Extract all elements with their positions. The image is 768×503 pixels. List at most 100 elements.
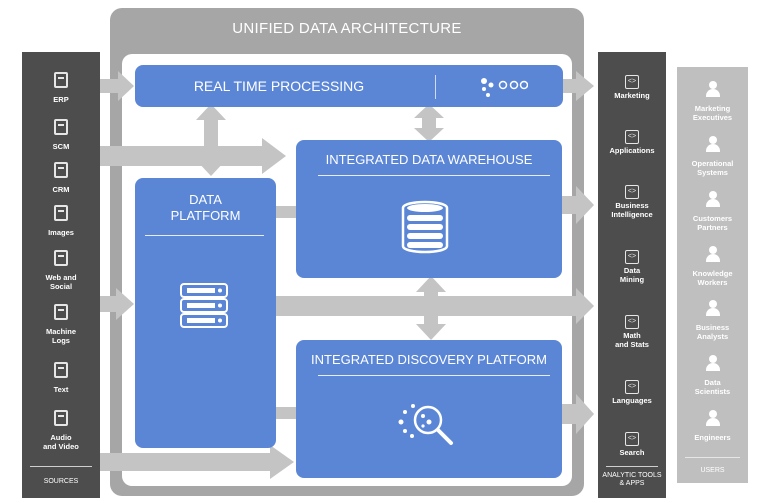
source-item-crm: CRM [22, 162, 100, 194]
user-label: Customers Partners [692, 214, 733, 232]
person-icon [705, 246, 721, 262]
user-label: Marketing Executives [692, 104, 733, 122]
real-time-processing-box: REAL TIME PROCESSING [135, 65, 563, 107]
tools-footer-rule [606, 466, 658, 467]
person-icon [705, 300, 721, 316]
user-label: Operational Systems [691, 159, 734, 177]
source-item-audio-video: Audio and Video [22, 410, 100, 451]
users-footer-rule [685, 457, 740, 458]
analytic-tools-column: <> Marketing <> Applications <> Business… [598, 52, 666, 498]
users-footer: USERS [700, 467, 725, 474]
real-time-divider [435, 75, 436, 99]
user-item-operational-systems: Operational Systems [677, 136, 748, 177]
tool-item-applications: <> Applications [598, 125, 666, 155]
source-label: Machine Logs [45, 327, 76, 345]
source-item-machine-logs: Machine Logs [22, 304, 100, 345]
tool-item-data-mining: <> Data Mining [598, 245, 666, 284]
server-stack-icon [180, 283, 228, 328]
code-icon: <> [625, 432, 639, 446]
code-icon: <> [625, 185, 639, 199]
user-label: Engineers [694, 433, 731, 442]
tool-label: Languages [612, 396, 652, 405]
code-icon: <> [625, 130, 639, 144]
magnifier-dots-icon [398, 404, 453, 445]
user-item-knowledge-workers: Knowledge Workers [677, 246, 748, 287]
code-icon: <> [625, 250, 639, 264]
database-icon [401, 200, 449, 254]
arrow-realtime-platform [196, 104, 226, 176]
discovery-rule [318, 375, 550, 376]
warehouse-title: INTEGRATED DATA WAREHOUSE [325, 152, 533, 167]
user-label: Data Scientists [694, 378, 731, 396]
arrow-warehouse-tools [562, 186, 594, 224]
person-icon [705, 355, 721, 371]
person-icon [705, 81, 721, 97]
arrow-realtime-tools [562, 71, 594, 101]
tool-item-math-stats: <> Math and Stats [598, 310, 666, 349]
tool-item-marketing: <> Marketing [598, 70, 666, 100]
tool-label: Data Mining [619, 266, 645, 284]
person-icon [705, 410, 721, 426]
source-label: Text [53, 385, 69, 394]
arrow-realtime-warehouse [414, 104, 444, 142]
user-label: Business Analysts [695, 323, 730, 341]
source-item-erp: ERP [22, 72, 100, 104]
source-label: Web and Social [45, 273, 77, 291]
video-icon [54, 410, 68, 426]
discovery-title: INTEGRATED DISCOVERY PLATFORM [311, 352, 547, 367]
user-label: Knowledge Workers [692, 269, 733, 287]
image-icon [54, 205, 68, 221]
log-icon [54, 304, 68, 320]
user-item-engineers: Engineers [677, 410, 748, 442]
user-item-data-scientists: Data Scientists [677, 355, 748, 396]
code-icon: <> [625, 315, 639, 329]
arrow-sources-discovery [100, 445, 294, 479]
users-column: Marketing Executives Operational Systems… [677, 67, 748, 483]
user-item-customers-partners: Customers Partners [677, 191, 748, 232]
facebook-icon [54, 250, 68, 266]
tool-label: Search [619, 448, 645, 457]
source-label: ERP [53, 95, 69, 104]
sources-column: ERP SCM CRM Images Web and Social Machin… [22, 52, 100, 498]
tool-item-business-intelligence: <> Business Intelligence [598, 180, 666, 219]
tool-item-languages: <> Languages [598, 375, 666, 405]
arrow-sources-warehouse [100, 138, 286, 174]
erp-icon [54, 72, 68, 88]
discovery-platform-box: INTEGRATED DISCOVERY PLATFORM [296, 340, 562, 478]
real-time-title: REAL TIME PROCESSING [193, 78, 365, 94]
tool-label: Math and Stats [615, 331, 649, 349]
text-icon [54, 362, 68, 378]
sources-footer-rule [30, 466, 92, 467]
arrow-warehouse-discovery [416, 276, 446, 340]
source-label: CRM [52, 185, 70, 194]
source-item-scm: SCM [22, 119, 100, 151]
data-platform-rule [145, 235, 264, 236]
source-item-images: Images [22, 205, 100, 237]
data-platform-title: DATA PLATFORM [170, 192, 241, 223]
code-icon: <> [625, 75, 639, 89]
tool-label: Business Intelligence [611, 201, 653, 219]
stream-dots-icon [481, 78, 528, 97]
source-label: Images [48, 228, 74, 237]
scm-icon [54, 119, 68, 135]
source-item-text: Text [22, 362, 100, 394]
user-item-business-analysts: Business Analysts [677, 300, 748, 341]
code-icon: <> [625, 380, 639, 394]
tool-label: Applications [609, 146, 655, 155]
crm-icon [54, 162, 68, 178]
tool-label: Marketing [614, 91, 650, 100]
data-platform-box: DATA PLATFORM [135, 178, 276, 448]
source-label: Audio and Video [43, 433, 79, 451]
source-item-web-social: Web and Social [22, 250, 100, 291]
arrow-sources-realtime [100, 71, 134, 101]
user-item-marketing-executives: Marketing Executives [677, 81, 748, 122]
source-label: SCM [52, 142, 70, 151]
arrow-discovery-tools [562, 394, 594, 434]
person-icon [705, 191, 721, 207]
architecture-title: UNIFIED DATA ARCHITECTURE [232, 20, 462, 37]
arrow-sources-platform [100, 288, 134, 320]
tools-footer: ANALYTIC TOOLS & APPS [602, 472, 662, 487]
data-warehouse-box: INTEGRATED DATA WAREHOUSE [296, 140, 562, 278]
person-icon [705, 136, 721, 152]
sources-footer: SOURCES [43, 478, 79, 485]
